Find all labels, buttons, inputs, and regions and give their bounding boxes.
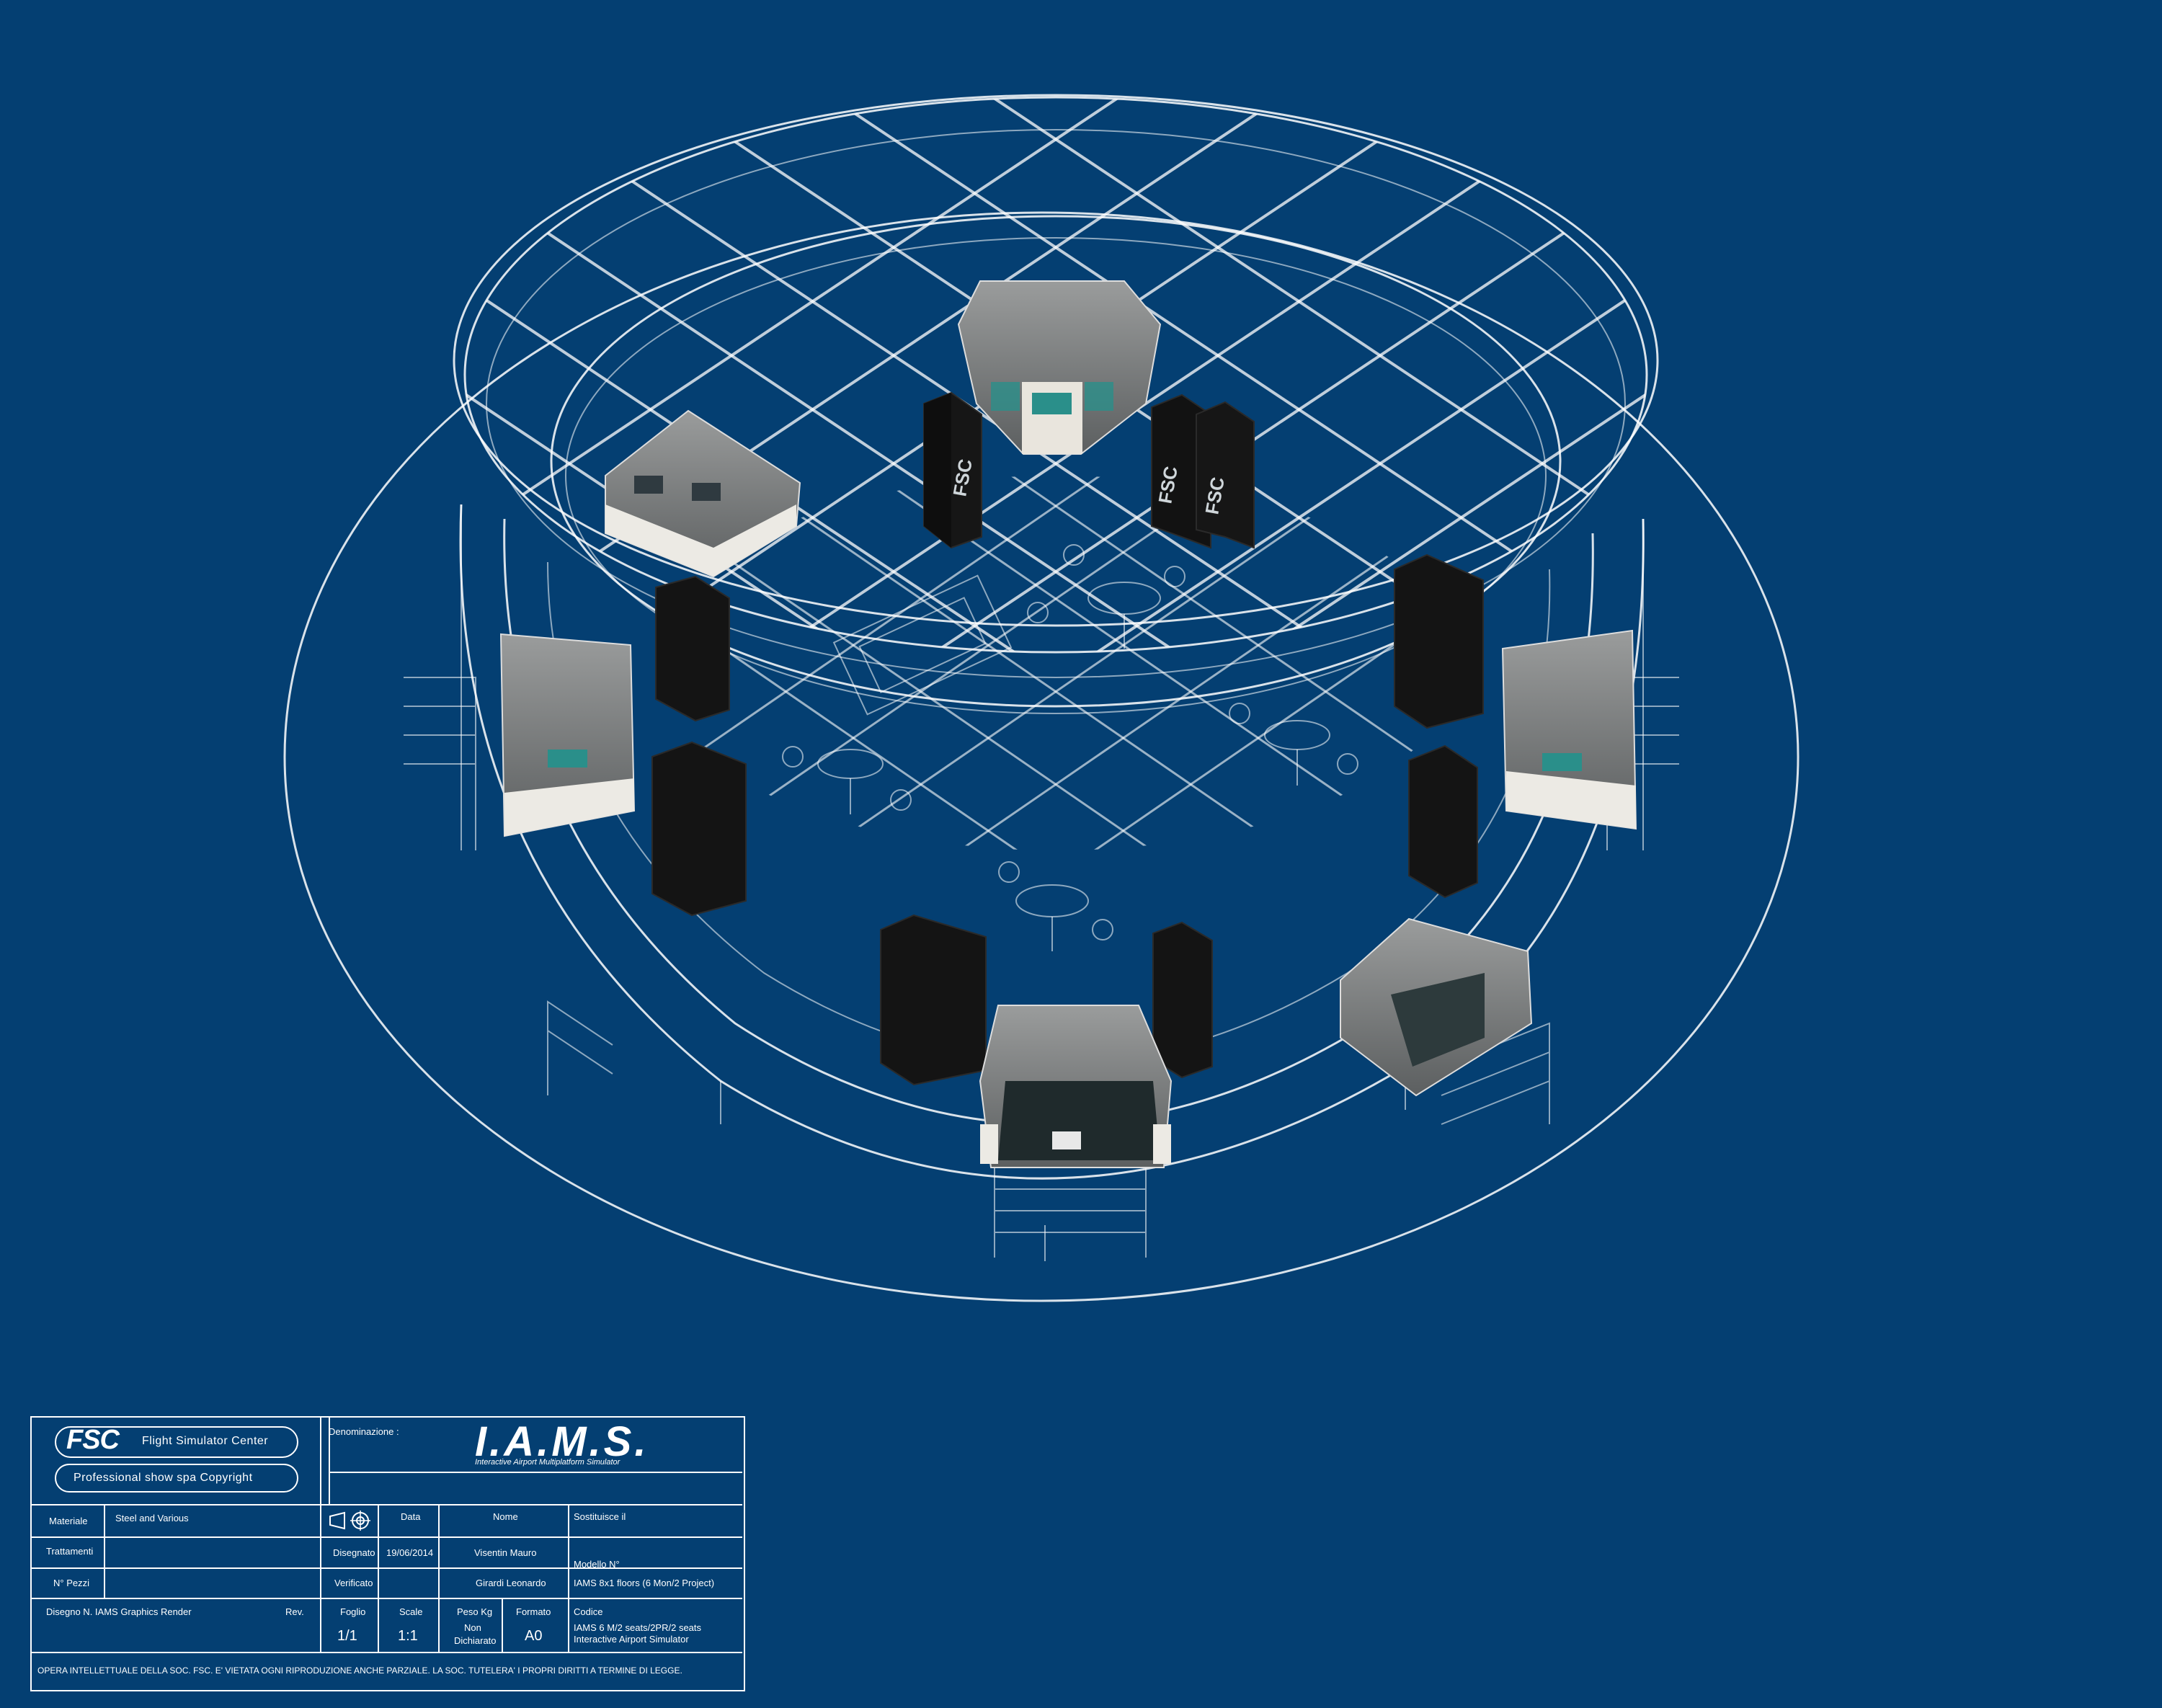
data-label: Data (401, 1511, 421, 1522)
company-logo-badge (55, 1426, 298, 1458)
cockpit-module-top (957, 280, 1162, 455)
server-cabinet (1408, 744, 1478, 899)
scale-label: Scale (399, 1606, 423, 1617)
rev-label: Rev. (285, 1606, 304, 1617)
server-cabinet (655, 575, 730, 722)
cockpit-module-left (499, 633, 636, 837)
scale-value: 1:1 (398, 1628, 418, 1644)
trattamenti-label: Trattamenti (46, 1546, 94, 1557)
disegnato-date: 19/06/2014 (386, 1547, 434, 1558)
title-block: FSC Flight Simulator Center Professional… (30, 1416, 745, 1691)
lounge-furniture (782, 544, 1358, 951)
server-cabinet (880, 914, 987, 1086)
verificato-label: Verificato (334, 1578, 373, 1588)
npezzi-label: N° Pezzi (53, 1578, 89, 1588)
codice-label: Codice (574, 1606, 603, 1617)
cockpit-module-bottom (979, 1005, 1173, 1168)
codice-value-2: Interactive Airport Simulator (574, 1634, 689, 1645)
roof-rings (453, 94, 1659, 714)
fsc-logo: FSC (66, 1425, 120, 1455)
server-cabinet (651, 741, 747, 917)
server-cabinet (1196, 401, 1255, 549)
formato-label: Formato (516, 1606, 551, 1617)
cockpit-module-upper-left (605, 409, 801, 578)
simulator-layout-diagram: FSC FSC FSC (283, 94, 1800, 1302)
server-cabinet (1152, 921, 1213, 1079)
modello-value: IAMS 8x1 floors (6 Mon/2 Project) (574, 1578, 715, 1588)
server-cabinet (1394, 553, 1484, 729)
company-name: Flight Simulator Center (142, 1435, 269, 1447)
copyright-badge (55, 1464, 298, 1493)
cockpit-module-lower-right (1340, 917, 1533, 1097)
copyright-text: Professional show spa Copyright (74, 1472, 253, 1484)
cockpit-modules (499, 280, 1637, 1168)
peso-value-2: Dichiarato (454, 1635, 497, 1646)
disegnato-label: Disegnato (333, 1547, 375, 1558)
legal-footer: OPERA INTELLETTUALE DELLA SOC. FSC. E' V… (37, 1665, 682, 1676)
disegno-label: Disegno N. IAMS Graphics Render (46, 1606, 192, 1617)
peso-value-1: Non (464, 1622, 481, 1633)
projection-symbol-icon (329, 1510, 373, 1531)
formato-value: A0 (525, 1628, 543, 1644)
peso-label: Peso Kg (457, 1606, 493, 1617)
foglio-value: 1/1 (337, 1628, 357, 1644)
materiale-value: Steel and Various (115, 1513, 189, 1524)
modello-label: Modello N° (574, 1559, 620, 1570)
sostituisce-label: Sostituisce il (574, 1511, 626, 1522)
project-title-logo: I.A.M.S. (475, 1418, 649, 1465)
project-subtitle: Interactive Airport Multiplatform Simula… (475, 1458, 620, 1467)
server-cabinets (651, 391, 1484, 1086)
materiale-label: Materiale (49, 1516, 88, 1526)
verificato-name: Girardi Leonardo (476, 1578, 546, 1588)
outer-floor-ring (283, 211, 1800, 1302)
nome-label: Nome (493, 1511, 518, 1522)
cockpit-module-right (1501, 629, 1637, 830)
server-cabinet (923, 391, 982, 549)
denominazione-label: Denominazione : (329, 1426, 399, 1437)
disegnato-name: Visentin Mauro (474, 1547, 537, 1558)
foglio-label: Foglio (340, 1606, 366, 1617)
codice-value-1: IAMS 6 M/2 seats/2PR/2 seats (574, 1622, 702, 1633)
